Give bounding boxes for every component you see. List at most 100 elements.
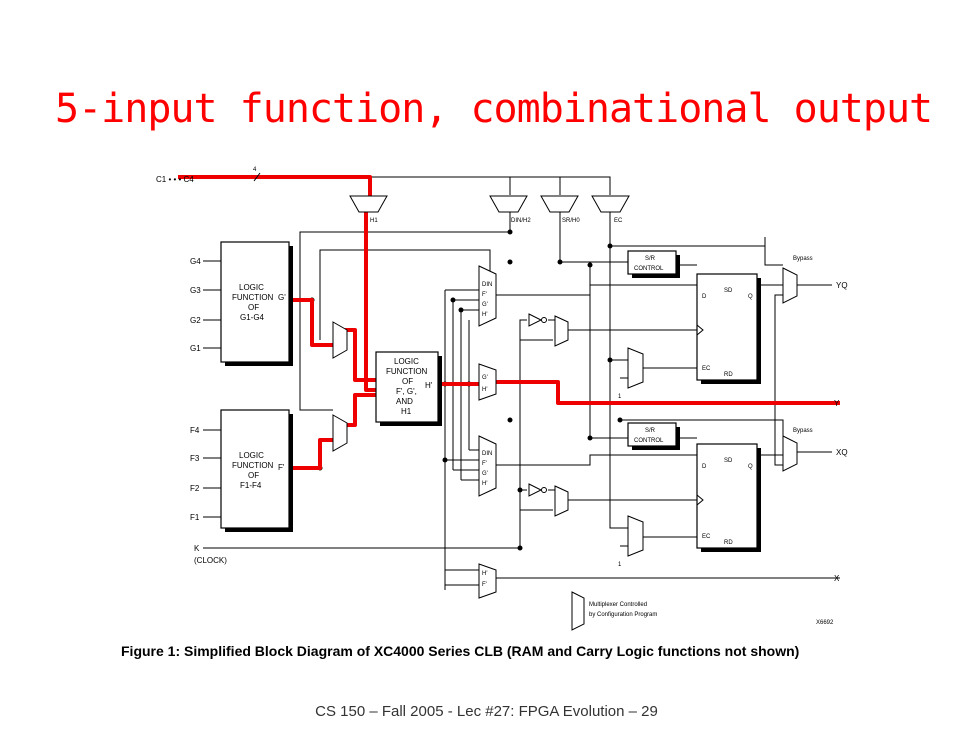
ff-lower-rd: RD <box>724 540 733 546</box>
clock-label: K <box>194 544 200 553</box>
input-g3: G3 <box>190 286 201 295</box>
ff-lower-sd: SD <box>724 458 733 464</box>
lut-g-line1: LOGIC <box>239 283 264 292</box>
clock-inverter-upper <box>528 313 543 327</box>
sr-control-lower-line1: S/R <box>645 428 656 434</box>
ec-mux-upper-one: 1 <box>618 394 622 400</box>
ec-mux-lower-one: 1 <box>618 562 622 568</box>
mux-y-in1: G' <box>482 375 488 381</box>
legend-text-1: Multiplexer Controlled <box>589 602 647 608</box>
lut-h-line5: AND <box>396 397 413 406</box>
legend-text-2: by Configuration Program <box>589 612 657 618</box>
mux-upper-in2: F' <box>482 292 487 298</box>
clock-mux-lower <box>554 485 569 517</box>
lut-h-line6: H1 <box>401 407 412 416</box>
input-f2: F2 <box>190 484 200 493</box>
lut-h-line4: F', G', <box>396 387 417 396</box>
mux-h1 <box>349 195 388 213</box>
c-bus-width: 4 <box>253 167 257 173</box>
label-ec: EC <box>614 218 623 224</box>
clock-inverter-lower <box>528 483 543 497</box>
lut-f-line2: FUNCTION <box>232 461 274 470</box>
highlighted-signal-path <box>178 175 840 470</box>
input-g1: G1 <box>190 344 201 353</box>
input-f1: F1 <box>190 513 200 522</box>
bypass-mux-lower <box>782 435 798 472</box>
label-h1: H1 <box>370 218 378 224</box>
lut-f-line4: F1-F4 <box>240 481 262 490</box>
lut-f1-f4 <box>220 409 290 529</box>
lut-f-line3: OF <box>248 471 259 480</box>
ff-upper-d: D <box>702 294 707 300</box>
mux-upper-in4: H' <box>482 312 487 318</box>
output-xq: XQ <box>836 448 848 457</box>
ff-upper-q: Q <box>748 294 753 300</box>
ff-upper-ec: EC <box>702 366 711 372</box>
junction-dots <box>309 229 623 551</box>
mux-x <box>478 563 497 599</box>
ff-lower-q: Q <box>748 464 753 470</box>
lut-g1-g4 <box>220 241 290 363</box>
c-bus-label: C1 • • • C4 <box>156 175 194 184</box>
mux-g-to-h <box>332 321 348 359</box>
output-y: Y <box>834 399 840 408</box>
sr-control-lower-line2: CONTROL <box>634 438 664 444</box>
sr-control-upper-line2: CONTROL <box>634 266 664 272</box>
flip-flop-upper <box>696 273 758 381</box>
mux-sr-h0 <box>540 195 579 213</box>
clock-mux-upper <box>554 315 569 347</box>
ff-upper-rd: RD <box>724 372 733 378</box>
mux-y-in2: H' <box>482 387 487 393</box>
mux-din-h2 <box>489 195 528 213</box>
figure-id: X6692 <box>816 620 834 626</box>
sr-control-lower <box>627 422 677 447</box>
slide-footer: CS 150 – Fall 2005 - Lec #27: FPGA Evolu… <box>315 703 658 720</box>
mux-ec <box>591 195 630 213</box>
flip-flop-lower <box>696 443 758 549</box>
lut-h-line2: FUNCTION <box>386 367 428 376</box>
input-g4: G4 <box>190 257 201 266</box>
mux-upper-data <box>478 265 497 327</box>
lut-h-line3: OF <box>402 377 413 386</box>
lut-g-line3: OF <box>248 303 259 312</box>
mux-f-to-h <box>332 414 348 452</box>
lut-g-line2: FUNCTION <box>232 293 274 302</box>
figure-caption: Figure 1: Simplified Block Diagram of XC… <box>121 643 800 659</box>
bypass-mux-upper <box>782 267 798 304</box>
sr-control-upper <box>627 250 677 275</box>
mux-lower-in2: F' <box>482 461 487 467</box>
lut-f-line1: LOGIC <box>239 451 264 460</box>
output-yq: YQ <box>836 281 848 290</box>
legend-mux-icon <box>571 591 585 631</box>
mux-lower-in1: DIN <box>482 451 492 457</box>
mux-upper-in1: DIN <box>482 282 492 288</box>
mux-lower-in3: G' <box>482 471 488 477</box>
clock-sub-label: (CLOCK) <box>194 556 227 565</box>
ff-lower-d: D <box>702 464 707 470</box>
input-f3: F3 <box>190 454 200 463</box>
label-sr-h0: SR/H0 <box>562 218 580 224</box>
ec-mux-lower <box>627 515 644 557</box>
mux-y <box>478 363 497 401</box>
lut-g-out: G' <box>278 293 286 302</box>
input-f4: F4 <box>190 426 200 435</box>
lut-f-out: F' <box>278 463 285 472</box>
label-din-h2: DIN/H2 <box>511 218 531 224</box>
lut-g-line4: G1-G4 <box>240 313 265 322</box>
mux-lower-in4: H' <box>482 481 487 487</box>
wiring <box>203 176 840 590</box>
slide-title: 5-input function, combinational output <box>55 86 933 132</box>
mux-x-in1: H' <box>482 571 487 577</box>
mux-upper-in3: G' <box>482 302 488 308</box>
output-x: X <box>834 574 840 583</box>
lut-h <box>375 351 439 423</box>
lut-h-out: H' <box>425 381 433 390</box>
mux-lower-data <box>478 435 497 497</box>
input-g2: G2 <box>190 316 201 325</box>
lut-h-line1: LOGIC <box>394 357 419 366</box>
mux-x-in2: F' <box>482 582 487 588</box>
sr-control-upper-line1: S/R <box>645 256 656 262</box>
ec-mux-upper <box>627 347 644 389</box>
